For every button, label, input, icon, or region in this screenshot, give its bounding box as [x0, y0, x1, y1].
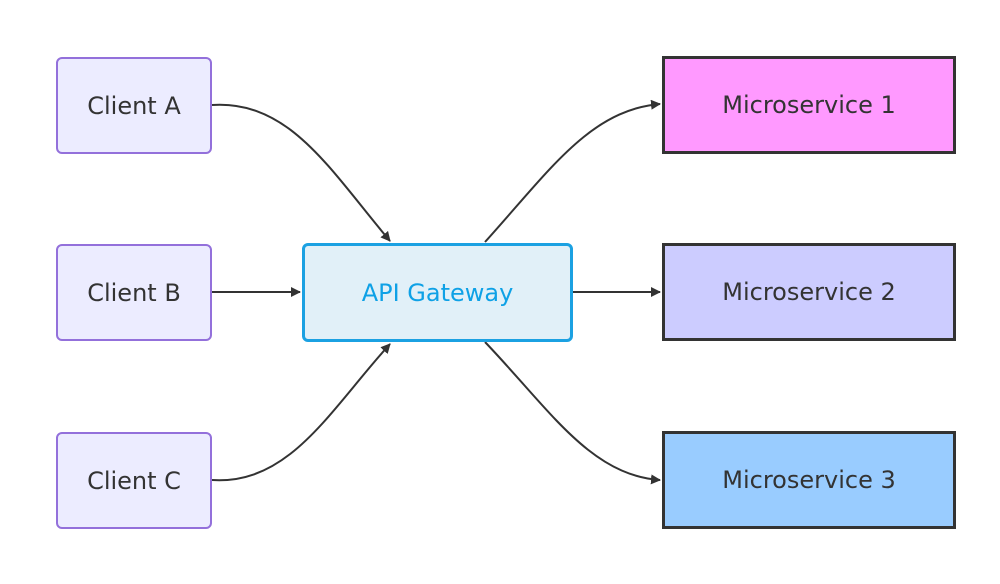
edge-gateway-to-ms1	[484, 99, 661, 243]
node-client-c[interactable]: Client C	[56, 432, 212, 529]
node-api-gateway[interactable]: API Gateway	[302, 243, 573, 342]
node-client-b[interactable]: Client B	[56, 244, 212, 341]
node-label: API Gateway	[361, 278, 514, 307]
node-label: Client A	[87, 91, 181, 120]
node-client-a[interactable]: Client A	[56, 57, 212, 154]
edge-client-a-to-gateway	[211, 103, 391, 242]
node-label: Microservice 2	[722, 278, 896, 306]
node-label: Client C	[87, 466, 181, 495]
node-microservice-3[interactable]: Microservice 3	[662, 431, 956, 529]
node-label: Microservice 3	[722, 466, 896, 494]
edge-gateway-to-ms3	[484, 341, 661, 485]
node-microservice-2[interactable]: Microservice 2	[662, 243, 956, 341]
node-label: Client B	[87, 278, 181, 307]
node-microservice-1[interactable]: Microservice 1	[662, 56, 956, 154]
node-label: Microservice 1	[722, 91, 896, 119]
edge-client-c-to-gateway	[211, 343, 391, 482]
